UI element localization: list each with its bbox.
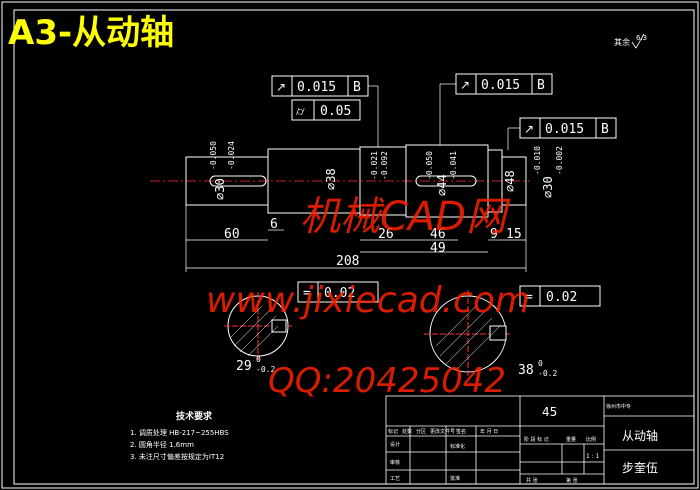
tolerance-frame-6: = 0.02 <box>519 285 601 307</box>
dim-d1-tol-low: -0.024 <box>227 141 236 170</box>
dimension-lines <box>185 205 527 272</box>
section2-dim-tol: -0.2 <box>538 369 557 378</box>
tolerance-frame-2: ⌭ 0.05 <box>291 99 361 121</box>
tech-req-item-2: 2. 圆角半径 1.6mm <box>130 440 194 449</box>
dim-d4-tol-up: -0.050 <box>425 151 434 180</box>
dim-d6-tol-up: -0.010 <box>533 146 542 175</box>
tol1-datum: B <box>353 80 361 95</box>
tol3-symbol: ↗ <box>460 78 470 92</box>
tb-row-label-4: 更改文件号 <box>430 428 455 435</box>
tb-scale-label: 比例 <box>586 436 596 443</box>
tb-row-label-2: 处数 <box>402 428 412 435</box>
section-view-left: 29 0 -0.2 <box>224 292 292 374</box>
section1-dim-up: 0 <box>256 355 261 364</box>
part-name: 从动轴 <box>622 428 658 443</box>
roughness-note: 其余 <box>614 37 630 47</box>
tol4-value: 0.015 <box>545 122 584 137</box>
tol3-datum: B <box>537 78 545 93</box>
tb-sheet-num: 第 张 <box>566 477 578 484</box>
tb-stage-label: 阶 段 标 记 <box>524 436 549 443</box>
tolerance-frame-1: ↗ 0.015 B <box>271 75 369 97</box>
watermark-line-2: www.jixiecad.com <box>206 280 530 321</box>
tb-sheet-total: 共 张 <box>526 477 538 484</box>
dim-l49: 49 <box>430 241 446 256</box>
dim-l26: 26 <box>378 227 394 242</box>
tol4-datum: B <box>601 122 609 137</box>
tech-req-item-1: 1. 调质处理 HB-217~255HBS <box>130 428 229 437</box>
dim-d4-tol-low: -0.041 <box>449 151 458 180</box>
section2-dim-up: 0 <box>538 359 543 368</box>
tol4-symbol: ↗ <box>524 122 534 136</box>
dim-d2: ⌀38 <box>324 168 338 190</box>
dim-d6-tol-low: -0.002 <box>555 146 564 175</box>
tb-left-label-3: 工艺 <box>390 476 400 482</box>
tb-scale-value: 1 : 1 <box>586 453 600 460</box>
tolerance-frame-3: ↗ 0.015 B <box>455 73 553 95</box>
drawing-title: A3-从动轴 <box>8 13 174 53</box>
tb-mid-label-2: 批准 <box>450 475 460 482</box>
tb-left-label-1: 设计 <box>390 441 400 448</box>
tol5-value: 0.02 <box>324 286 355 301</box>
tolerance-frame-5: = 0.02 <box>297 281 379 303</box>
title-block <box>385 395 695 485</box>
school-name: 徐州市中专 <box>606 403 631 410</box>
tb-row-label-1: 标记 <box>388 428 398 435</box>
watermark-line-3: QQ:20425042 <box>268 361 506 401</box>
tol3-value: 0.015 <box>481 78 520 93</box>
dim-l208: 208 <box>336 254 359 269</box>
tb-weight-label: 重量 <box>566 436 576 443</box>
dim-l46: 46 <box>430 227 446 242</box>
dim-l6: 6 <box>270 217 278 232</box>
tol1-value: 0.015 <box>297 80 336 95</box>
tb-mid-label-1: 标准化 <box>450 443 465 450</box>
watermark-line-1: 机械CAD网 <box>300 194 511 240</box>
dim-d5: ⌀48 <box>503 170 517 192</box>
tol2-value: 0.05 <box>320 104 351 119</box>
tol1-symbol: ↗ <box>276 80 286 94</box>
material: 45 <box>542 405 557 419</box>
dim-d3: -0.021 <box>370 151 379 180</box>
tb-left-label-2: 审核 <box>390 459 400 466</box>
dim-d3b: -0.092 <box>380 151 389 180</box>
tb-row-label-6: 年 月 日 <box>480 428 498 435</box>
tol5-symbol: = <box>303 286 311 301</box>
tolerance-frame-4: ↗ 0.015 B <box>519 117 617 139</box>
section-view-right: 38 0 -0.2 <box>424 290 557 378</box>
tech-req-heading: 技术要求 <box>176 410 213 422</box>
inner-frame <box>13 9 695 485</box>
dim-l60: 60 <box>224 227 240 242</box>
dim-l9: 9 <box>490 227 498 242</box>
section2-dim: 38 <box>518 363 534 378</box>
tb-row-label-5: 签名 <box>456 428 466 435</box>
dim-d1: ⌀30 <box>213 178 227 200</box>
section1-dim-tol: -0.2 <box>256 365 275 374</box>
section1-dim: 29 <box>236 359 252 374</box>
shaft-main-view <box>150 144 530 218</box>
dim-d6: ⌀30 <box>541 176 555 198</box>
dim-d1-tol-up: -0.050 <box>209 141 218 170</box>
dim-d4: ⌀44 <box>435 174 449 196</box>
tol2-symbol: ⌭ <box>296 104 305 118</box>
dim-l15: 15 <box>506 227 522 242</box>
tech-req-item-3: 3. 未注尺寸偏差按规定为IT12 <box>130 452 224 461</box>
roughness-symbol <box>631 33 645 49</box>
designer-name: 步奎伍 <box>622 460 658 475</box>
tol6-symbol: = <box>525 290 533 305</box>
tol6-value: 0.02 <box>546 290 577 305</box>
tb-row-label-3: 分区 <box>416 428 426 435</box>
